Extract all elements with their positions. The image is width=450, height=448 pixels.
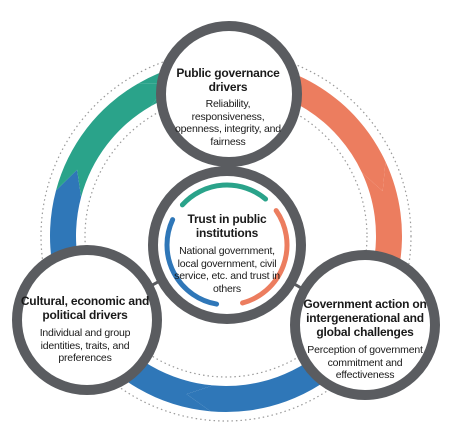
node-government-action-challenges: Government action on intergenerational a…	[300, 297, 430, 382]
ring-arrow-blue-lower	[186, 342, 351, 412]
node-title: Trust in public institutions	[187, 212, 267, 240]
node-description: Perception of government commitment and …	[307, 344, 423, 381]
ring-arrow-orange-upper	[226, 60, 386, 192]
node-title: Government action on intergenerational a…	[303, 297, 427, 339]
center-inner-arcs	[164, 182, 290, 307]
node-circles	[12, 21, 440, 400]
node-circle-left	[12, 245, 162, 395]
node-cultural-economic-political-drivers: Cultural, economic and political drivers…	[20, 294, 150, 365]
inner-dotted-ring	[84, 94, 368, 378]
node-description: Individual and group identities, traits,…	[39, 327, 131, 364]
center-arc-orange	[240, 208, 290, 306]
node-trust-in-public-institutions: Trust in public institutions National go…	[172, 212, 282, 295]
node-title: Public governance drivers	[176, 66, 280, 94]
node-circle-right	[290, 250, 440, 400]
dotted-outline-rings	[40, 50, 412, 422]
node-circle-top	[156, 21, 302, 167]
ring-arrow-teal-left	[55, 83, 168, 198]
node-circle-center	[148, 166, 306, 324]
node-description: National government, local government, c…	[174, 245, 280, 295]
center-arc-teal	[179, 182, 269, 208]
center-arc-blue	[164, 217, 220, 307]
node-title: Cultural, economic and political drivers	[20, 294, 150, 322]
node-description: Reliability, responsiveness, openness, i…	[175, 98, 281, 148]
outer-dotted-ring	[40, 50, 412, 422]
node-public-governance-drivers: Public governance drivers Reliability, r…	[168, 66, 288, 148]
